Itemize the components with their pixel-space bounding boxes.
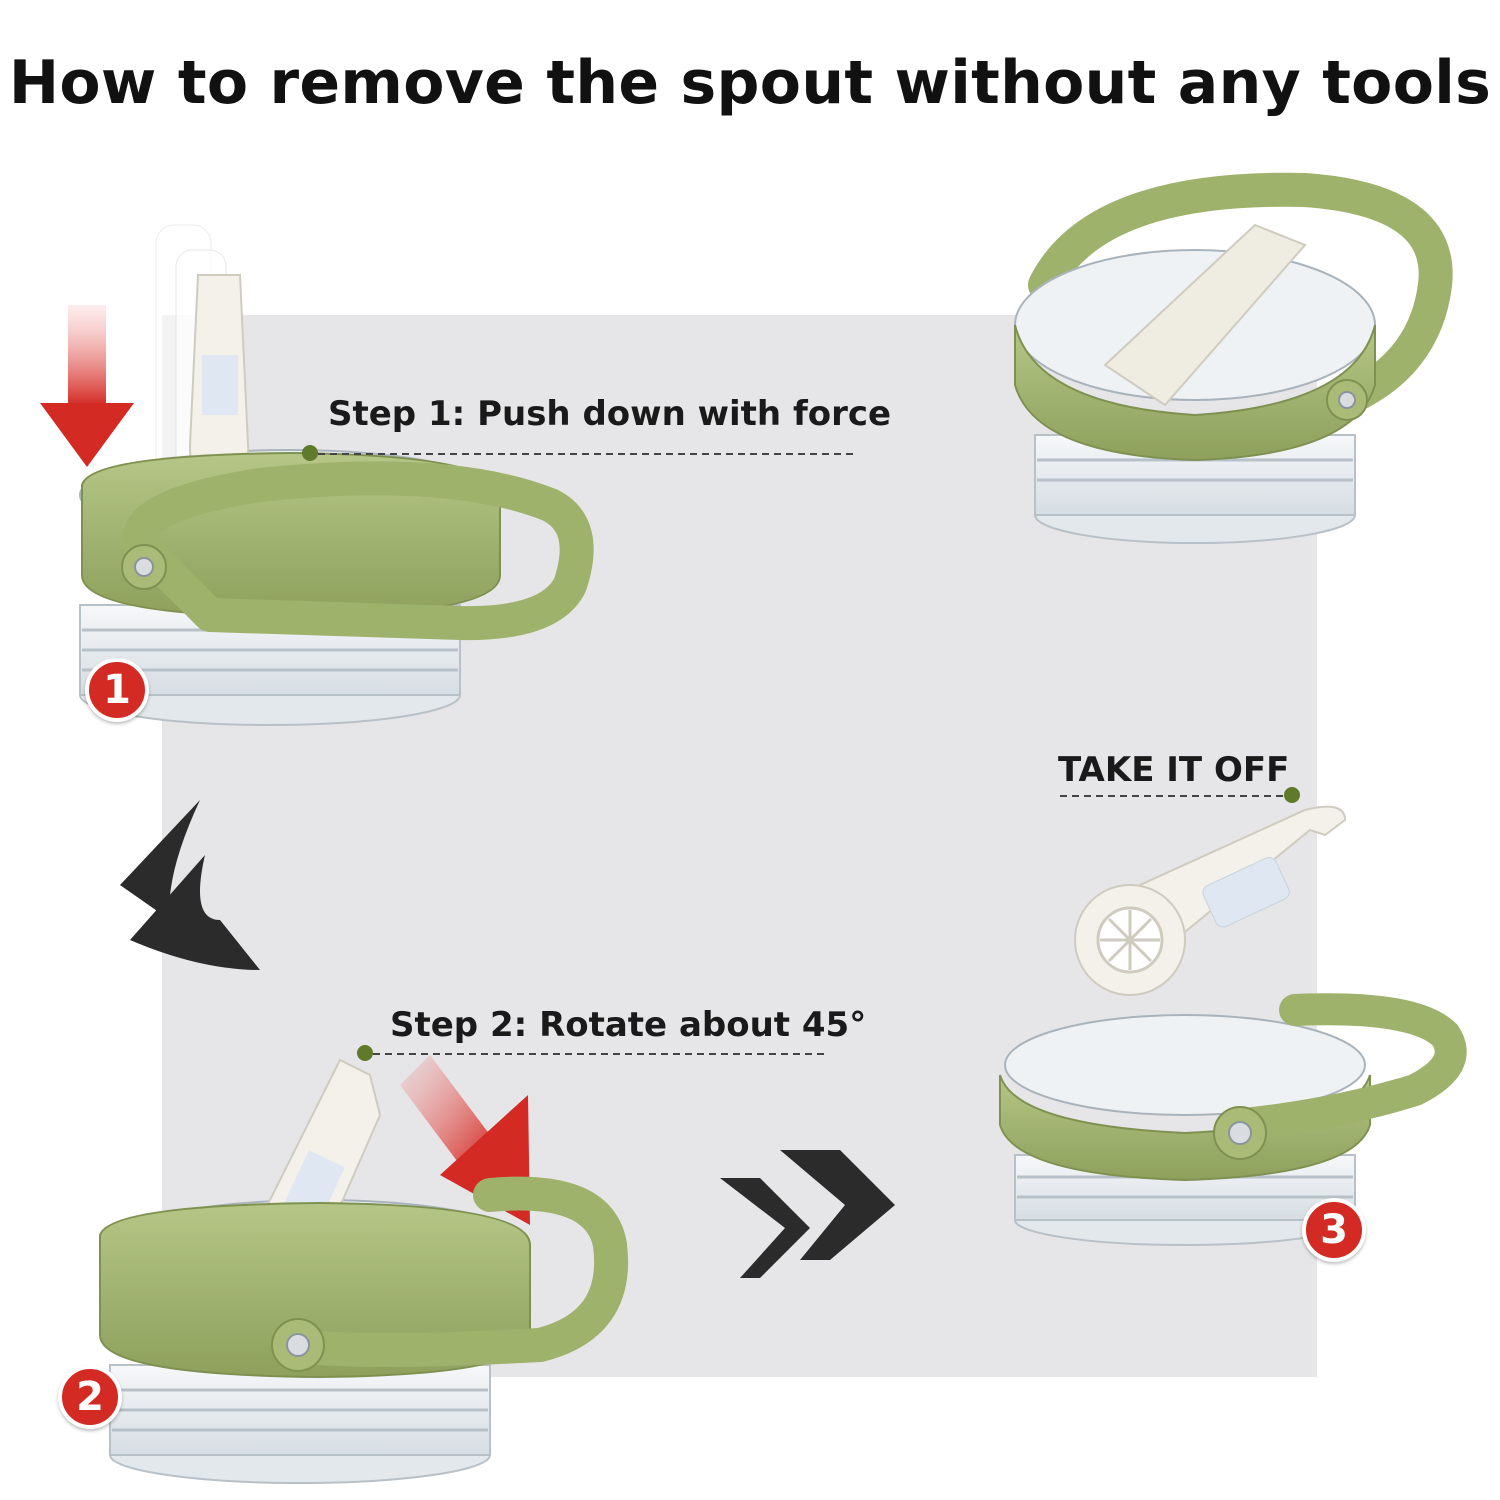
push-down-arrow-icon (40, 305, 134, 467)
step2-label: Step 2: Rotate about 45° (390, 1005, 867, 1045)
step-number-badge: 3 (1302, 1198, 1366, 1262)
step3-label: TAKE IT OFF (1058, 750, 1290, 790)
step-number-badge: 1 (85, 658, 149, 722)
double-chevron-right-icon (720, 1150, 895, 1278)
flow-arrow-down-icon (120, 800, 260, 970)
step1-leader-line (302, 445, 856, 461)
removed-spout-illustration (1074, 805, 1347, 996)
step-number-badge: 2 (58, 1365, 122, 1429)
page-title: How to remove the spout without any tool… (8, 48, 1492, 118)
step2-lid-illustration (99, 1055, 629, 1484)
lid-without-spout-illustration (999, 993, 1467, 1246)
step3-leader-line (1060, 787, 1300, 803)
assembled-lid-illustration (1014, 172, 1453, 544)
step1-lid-illustration (40, 224, 594, 726)
step1-label: Step 1: Push down with force (328, 394, 892, 434)
step2-leader-line (357, 1045, 827, 1061)
